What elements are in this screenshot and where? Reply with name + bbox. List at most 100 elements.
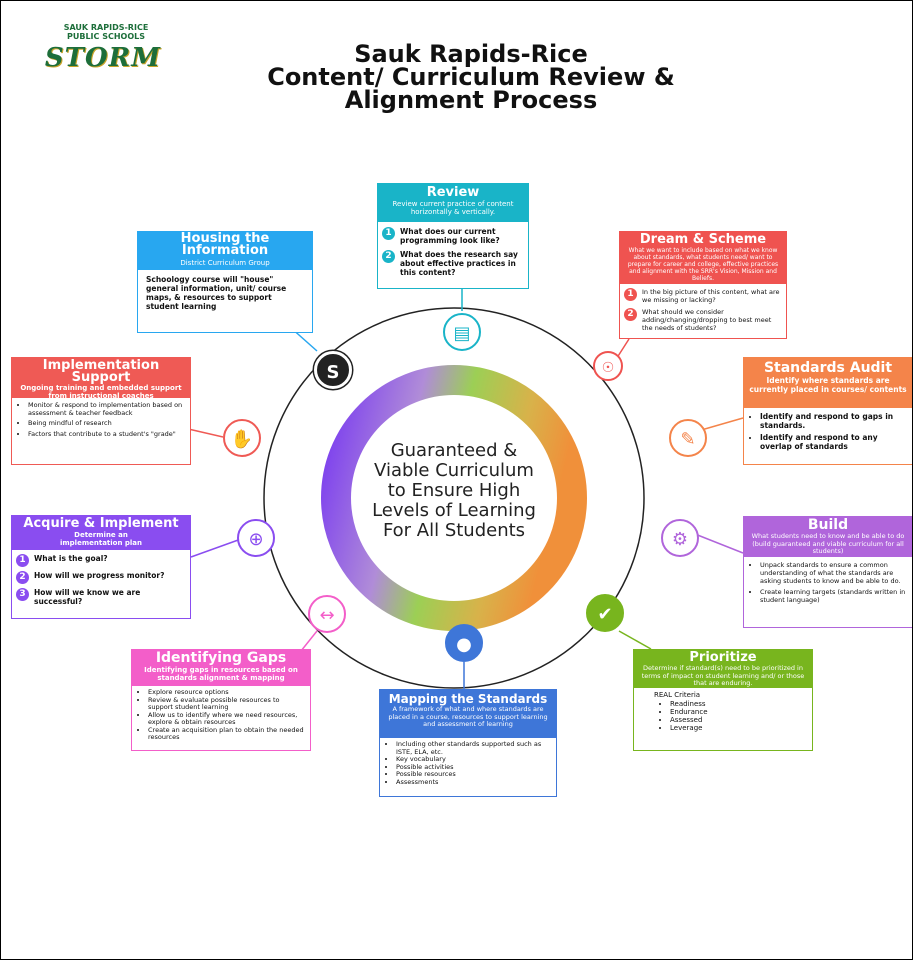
acquire-card: Acquire & Implement Determine an impleme… xyxy=(11,515,191,619)
checklist-icon: ✎ xyxy=(669,419,707,457)
dream-subtitle: What we want to include based on what we… xyxy=(627,247,779,282)
center-line-4: Levels of Learning xyxy=(372,500,536,521)
document-icon: ▤ xyxy=(443,313,481,351)
review-question-1-text: What does our current programming look l… xyxy=(400,227,500,245)
mapping-subtitle: A framework of what and where standards … xyxy=(388,705,548,728)
implementation-title: Implementation Support xyxy=(42,358,160,385)
housing-subtitle: District Curriculum Group xyxy=(180,259,270,267)
page-title-line-3: Alignment Process xyxy=(344,86,598,114)
acquire-header: Acquire & Implement Determine an impleme… xyxy=(12,516,190,550)
center-line-1: Guaranteed & xyxy=(390,440,518,461)
review-header: Review Review current practice of conten… xyxy=(378,184,528,222)
number-badge: 3 xyxy=(16,588,29,601)
prioritize-title: Prioritize xyxy=(689,650,757,665)
housing-card: Housing the Information District Curricu… xyxy=(137,231,313,333)
outer-ring xyxy=(263,307,645,689)
dream-card: Dream & Scheme What we want to include b… xyxy=(619,231,787,339)
dream-question-1: 1 In the big picture of this content, wh… xyxy=(624,288,782,304)
checkmark-icon: ✔ xyxy=(586,594,624,632)
district-line-2: PUBLIC SCHOOLS xyxy=(67,32,145,41)
review-question-2: 2 What does the research say about effec… xyxy=(382,250,524,277)
plus-icon: ⊕ xyxy=(237,519,275,557)
dream-title: Dream & Scheme xyxy=(639,232,767,247)
acquire-question-1: 1 What is the goal? xyxy=(16,554,186,567)
center-line-2: Viable Curriculum xyxy=(374,460,534,481)
build-header: Build What students need to know and be … xyxy=(744,517,912,557)
acquire-question-3-text: How will we know we are successful? xyxy=(34,588,141,606)
standards-audit-subtitle: Identify where standards are currently p… xyxy=(749,376,907,394)
gaps-subtitle: Identifying gaps in resources based on s… xyxy=(144,666,298,682)
build-subtitle: What students need to know and be able t… xyxy=(751,532,905,555)
list-item: Possible activities xyxy=(396,763,550,772)
gaps-card: Identifying Gaps Identifying gaps in res… xyxy=(131,649,311,751)
mapping-title: Mapping the Standards xyxy=(388,692,548,706)
build-list: Unpack standards to ensure a common unde… xyxy=(744,557,912,604)
list-item: Create an acquisition plan to obtain the… xyxy=(148,726,304,742)
standards-audit-header: Standards Audit Identify where standards… xyxy=(744,358,912,408)
review-subtitle: Review current practice of content horiz… xyxy=(392,200,514,216)
dream-question-2-text: What should we consider adding/changing/… xyxy=(642,308,772,332)
number-badge: 2 xyxy=(624,308,637,321)
list-item: Identify and respond to gaps in standard… xyxy=(760,412,906,430)
list-item: Identify and respond to any overlap of s… xyxy=(760,433,906,451)
list-item: Allow us to identify where we need resou… xyxy=(148,711,304,727)
page-title-line-1: Sauk Rapids-Rice xyxy=(354,40,588,68)
center-statement: Guaranteed & Viable Curriculum to Ensure… xyxy=(339,441,569,541)
center-line-5: For All Students xyxy=(382,520,526,541)
real-criteria-label: REAL Criteria xyxy=(654,691,701,699)
mapping-list: Including other standards supported such… xyxy=(380,738,556,786)
mapping-card: Mapping the Standards A framework of wha… xyxy=(379,689,557,797)
list-item: Unpack standards to ensure a common unde… xyxy=(760,561,906,585)
prioritize-subtitle: Determine if standard(s) need to be prio… xyxy=(641,664,805,687)
implementation-list: Monitor & respond to implementation base… xyxy=(12,398,190,438)
dream-header: Dream & Scheme What we want to include b… xyxy=(620,232,786,284)
list-item: Being mindful of research xyxy=(28,419,184,428)
connector-gaps xyxy=(300,630,318,652)
review-question-2-text: What does the research say about effecti… xyxy=(400,250,518,277)
list-item: Monitor & respond to implementation base… xyxy=(28,401,184,417)
build-card: Build What students need to know and be … xyxy=(743,516,912,628)
list-item: Leverage xyxy=(670,724,806,732)
acquire-question-2-text: How will we progress monitor? xyxy=(34,571,165,580)
standards-audit-title: Standards Audit xyxy=(763,360,893,376)
implementation-subtitle: Ongoing training and embedded support fr… xyxy=(20,384,182,400)
district-line-1: SAUK RAPIDS-RICE xyxy=(63,23,149,32)
number-badge: 1 xyxy=(16,554,29,567)
dream-question-2: 2 What should we consider adding/changin… xyxy=(624,308,782,332)
list-item: Key vocabulary xyxy=(396,755,550,764)
storm-wordmark: STORM xyxy=(44,43,162,73)
list-item: Readiness xyxy=(670,700,806,708)
number-badge: 1 xyxy=(624,288,637,301)
housing-header: Housing the Information District Curricu… xyxy=(138,232,312,270)
housing-body: Schoology course will "house" general in… xyxy=(146,275,287,311)
mapping-header: Mapping the Standards A framework of wha… xyxy=(380,690,556,738)
double-arrow-icon: ↔ xyxy=(308,595,346,633)
list-item: Endurance xyxy=(670,708,806,716)
list-item: Factors that contribute to a student's "… xyxy=(28,430,184,439)
number-badge: 1 xyxy=(382,227,395,240)
list-item: Assessments xyxy=(396,778,550,787)
review-title: Review xyxy=(426,185,480,200)
lightbulb-icon: ☉ xyxy=(593,351,623,381)
handshake-icon: ✋ xyxy=(223,419,261,457)
district-name: SAUK RAPIDS-RICE PUBLIC SCHOOLS xyxy=(33,23,179,41)
page-title-line-2: Content/ Curriculum Review & xyxy=(267,63,675,91)
list-item: Including other standards supported such… xyxy=(396,740,550,756)
gaps-title: Identifying Gaps xyxy=(155,650,287,666)
gradient-ring xyxy=(321,365,587,631)
prioritize-header: Prioritize Determine if standard(s) need… xyxy=(634,650,812,688)
housing-title: Housing the Information xyxy=(180,231,270,258)
number-badge: 2 xyxy=(16,571,29,584)
schoology-icon: S xyxy=(314,351,352,389)
list-item: Possible resources xyxy=(396,770,550,779)
prioritize-list: Readiness Endurance Assessed Leverage xyxy=(634,700,812,732)
storm-logo: STORM xyxy=(31,43,175,73)
standards-audit-list: Identify and respond to gaps in standard… xyxy=(744,408,912,451)
acquire-question-3: 3 How will we know we are successful? xyxy=(16,588,186,606)
connector-acquire xyxy=(190,538,242,558)
gaps-header: Identifying Gaps Identifying gaps in res… xyxy=(132,650,310,686)
gear-icon: ⚙ xyxy=(661,519,699,557)
list-item: Create learning targets (standards writt… xyxy=(760,588,906,604)
review-question-1: 1 What does our current programming look… xyxy=(382,227,524,245)
